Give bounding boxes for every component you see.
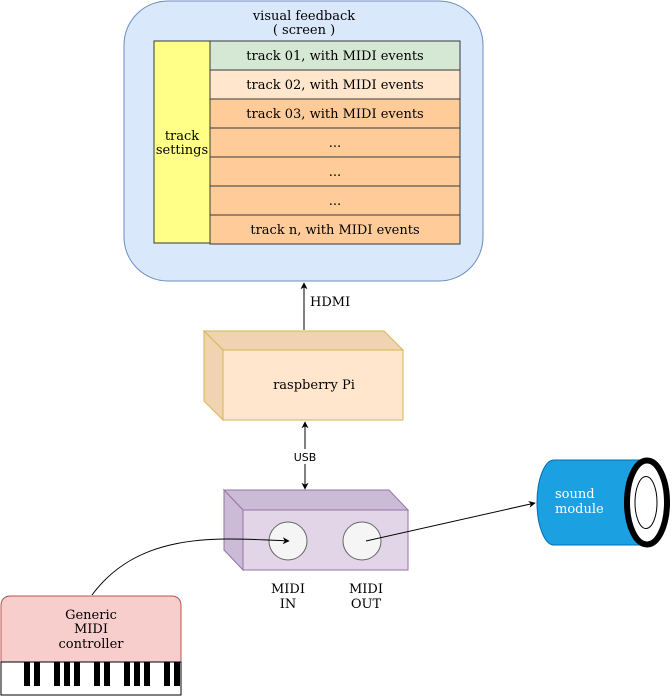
sound-module-node: sound module: [536, 457, 670, 548]
black-key: [104, 662, 110, 686]
black-key: [34, 662, 40, 686]
track-row-label: track 01, with MIDI events: [246, 49, 423, 64]
track-row: ...: [209, 156, 461, 187]
track-settings-line2: settings: [156, 143, 208, 158]
track-row-label: track 02, with MIDI events: [246, 78, 423, 93]
interface-top-face: [222, 489, 410, 511]
black-key: [144, 662, 150, 686]
raspberry-pi-node: raspberry Pi: [202, 329, 405, 422]
module-body: [536, 459, 645, 546]
black-key: [164, 662, 170, 686]
usb-label: USB: [294, 451, 317, 464]
track-row-label: ...: [329, 165, 341, 180]
raspberry-pi-label: raspberry Pi: [273, 378, 355, 393]
screen-title-line1: visual feedback: [252, 9, 355, 24]
midi-in-label-line2: IN: [280, 597, 297, 612]
midi-interface-node: [222, 488, 410, 572]
track-row: track 02, with MIDI events: [209, 69, 461, 100]
track-list: track 01, with MIDI events track 02, with…: [209, 40, 461, 245]
keyboard-keys: [24, 662, 180, 686]
module-end-inner: [634, 476, 658, 529]
track-row-bg: [209, 214, 461, 245]
midi-out-label-line1: MIDI: [349, 582, 383, 597]
track-row: track 03, with MIDI events: [209, 98, 461, 129]
track-row-bg: [209, 69, 461, 100]
black-key: [54, 662, 60, 686]
black-key: [94, 662, 100, 686]
controller-label-line1: Generic: [65, 608, 117, 623]
black-key: [74, 662, 80, 686]
midi-out-port: [342, 521, 382, 561]
track-row: track 01, with MIDI events: [209, 40, 461, 71]
black-key: [124, 662, 130, 686]
black-key: [64, 662, 70, 686]
screen-node: visual feedback ( screen ) track setting…: [123, 0, 484, 282]
track-row-bg: [209, 40, 461, 71]
sound-module-line2: module: [555, 502, 604, 517]
track-row: track n, with MIDI events: [209, 214, 461, 245]
hdmi-label: HDMI: [310, 295, 350, 310]
black-key: [24, 662, 30, 686]
controller-to-midi-in-arrow: [91, 537, 290, 596]
pi-top-face: [202, 330, 405, 351]
controller-body: [0, 595, 182, 663]
black-key: [174, 662, 180, 686]
black-key: [134, 662, 140, 686]
midi-controller-node: Generic MIDI controller: [0, 595, 182, 696]
pi-front-face: [222, 349, 404, 421]
track-row-label: track n, with MIDI events: [250, 223, 419, 238]
midi-in-label-line1: MIDI: [271, 582, 305, 597]
track-row-label: ...: [329, 194, 341, 209]
track-settings-line1: track: [165, 129, 199, 144]
track-row: ...: [209, 185, 461, 216]
controller-label-line3: controller: [59, 637, 125, 652]
sound-module-line1: sound: [555, 487, 595, 502]
keyboard-keybed: [0, 661, 182, 696]
midi-out-label-line2: OUT: [351, 597, 382, 612]
midi-out-to-module-arrow: [365, 500, 536, 542]
track-settings-panel: [153, 40, 211, 244]
track-row-label: track 03, with MIDI events: [246, 107, 423, 122]
screen-title-line2: ( screen ): [273, 23, 335, 38]
usb-label-bg: [289, 449, 321, 464]
track-row-bg: [209, 185, 461, 216]
controller-label-line2: MIDI: [74, 622, 108, 637]
track-row: ...: [209, 127, 461, 158]
track-row-label: ...: [329, 136, 341, 151]
